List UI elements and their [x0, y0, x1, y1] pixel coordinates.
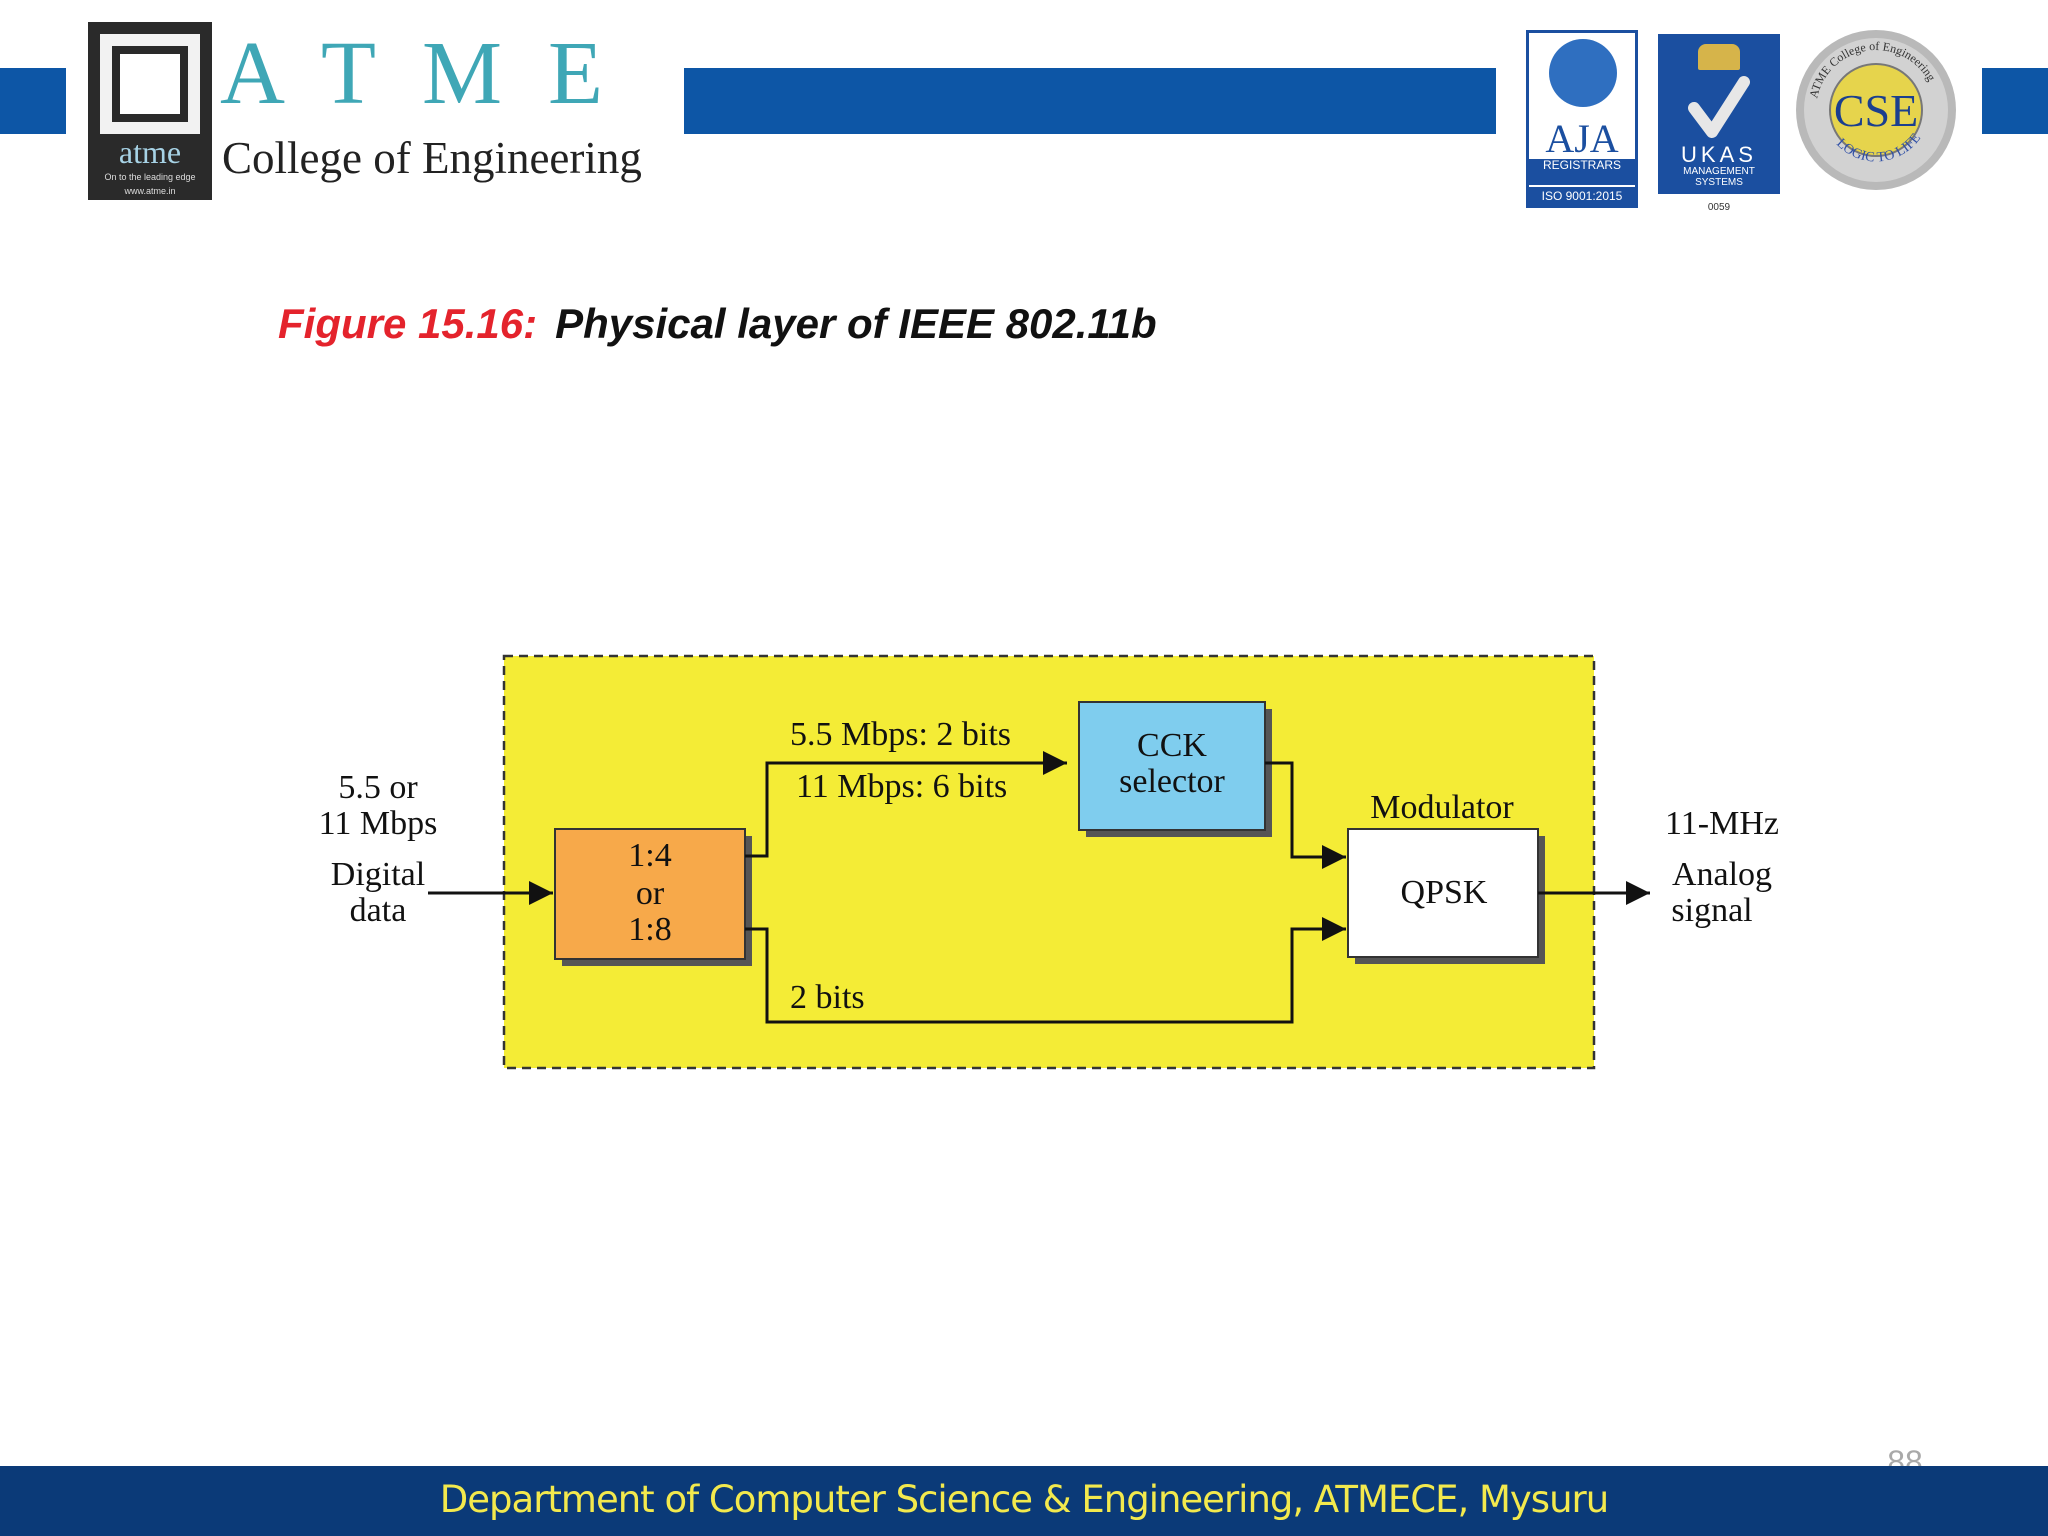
- top-path-label-1: 5.5 Mbps: 2 bits: [790, 716, 1011, 753]
- qpsk-label: QPSK: [1401, 874, 1488, 911]
- cse-department-badge: ATME College of Engineering LOGIC TO LIF…: [1796, 30, 1956, 190]
- bottom-path-label: 2 bits: [790, 979, 865, 1016]
- brand-title: ATME: [220, 24, 649, 123]
- splitter-label-3: 1:8: [628, 911, 671, 948]
- input-label-2: 11 Mbps: [319, 805, 438, 842]
- aja-badge-strip: REGISTRARS: [1529, 159, 1635, 185]
- splitter-label-2: or: [636, 875, 665, 912]
- atme-logo: atme On to the leading edge www.atme.in: [88, 22, 212, 200]
- ukas-badge-sub: MANAGEMENT SYSTEMS: [1683, 166, 1755, 188]
- header-band-right: [1982, 68, 2048, 134]
- bottom-path-line: [745, 917, 1346, 1024]
- qpsk-box: [1347, 828, 1539, 958]
- figure-caption: Physical layer of IEEE 802.11b: [555, 300, 1157, 347]
- atme-logo-word: atme: [118, 134, 182, 170]
- modulator-label: Modulator: [1370, 789, 1514, 826]
- cck-label-1: CCK: [1137, 727, 1207, 764]
- ukas-certification-badge: UKAS MANAGEMENT SYSTEMS: [1658, 34, 1780, 194]
- brand-subtitle: College of Engineering: [222, 133, 642, 183]
- output-label-3: signal: [1671, 892, 1752, 929]
- input-label-1: 5.5 or: [338, 769, 418, 806]
- output-label-2: Analog: [1672, 856, 1772, 893]
- atme-logo-url: www.atme.in: [124, 186, 176, 196]
- output-label-1: 11-MHz: [1665, 805, 1779, 842]
- top-path-label-2: 11 Mbps: 6 bits: [796, 768, 1007, 805]
- header-band-left: [0, 68, 66, 134]
- aja-certification-badge: AJA REGISTRARS ISO 9001:2015: [1526, 30, 1638, 208]
- globe-icon: [1549, 39, 1617, 107]
- cck-to-qpsk-line: [1265, 761, 1346, 869]
- aja-badge-word: AJA: [1545, 116, 1619, 161]
- header-band-middle: [684, 68, 1496, 134]
- splitter-label-1: 1:4: [628, 837, 671, 874]
- checkmark-icon: [1688, 76, 1750, 138]
- crown-icon: [1698, 44, 1740, 70]
- atme-logo-frame-icon: [100, 34, 200, 134]
- aja-badge-iso: ISO 9001:2015: [1529, 187, 1635, 205]
- splitter-box: [554, 828, 746, 960]
- figure-number: Figure 15.16:: [278, 300, 538, 347]
- footer-band: [0, 1466, 2048, 1536]
- figure-title: Figure 15.16: Physical layer of IEEE 802.…: [278, 300, 1157, 348]
- ukas-badge-number: 0059: [1707, 202, 1731, 213]
- cck-label-2: selector: [1119, 763, 1225, 800]
- input-label-4: data: [350, 892, 407, 929]
- input-label-3: Digital: [331, 856, 425, 893]
- atme-logo-tagline: On to the leading edge: [104, 172, 196, 182]
- cck-selector-box: [1078, 701, 1266, 831]
- ukas-badge-word: UKAS: [1681, 142, 1757, 167]
- cse-badge-word: CSE: [1834, 85, 1918, 136]
- footer-text: Department of Computer Science & Enginee…: [439, 1478, 1609, 1521]
- top-path-line: [745, 751, 1067, 858]
